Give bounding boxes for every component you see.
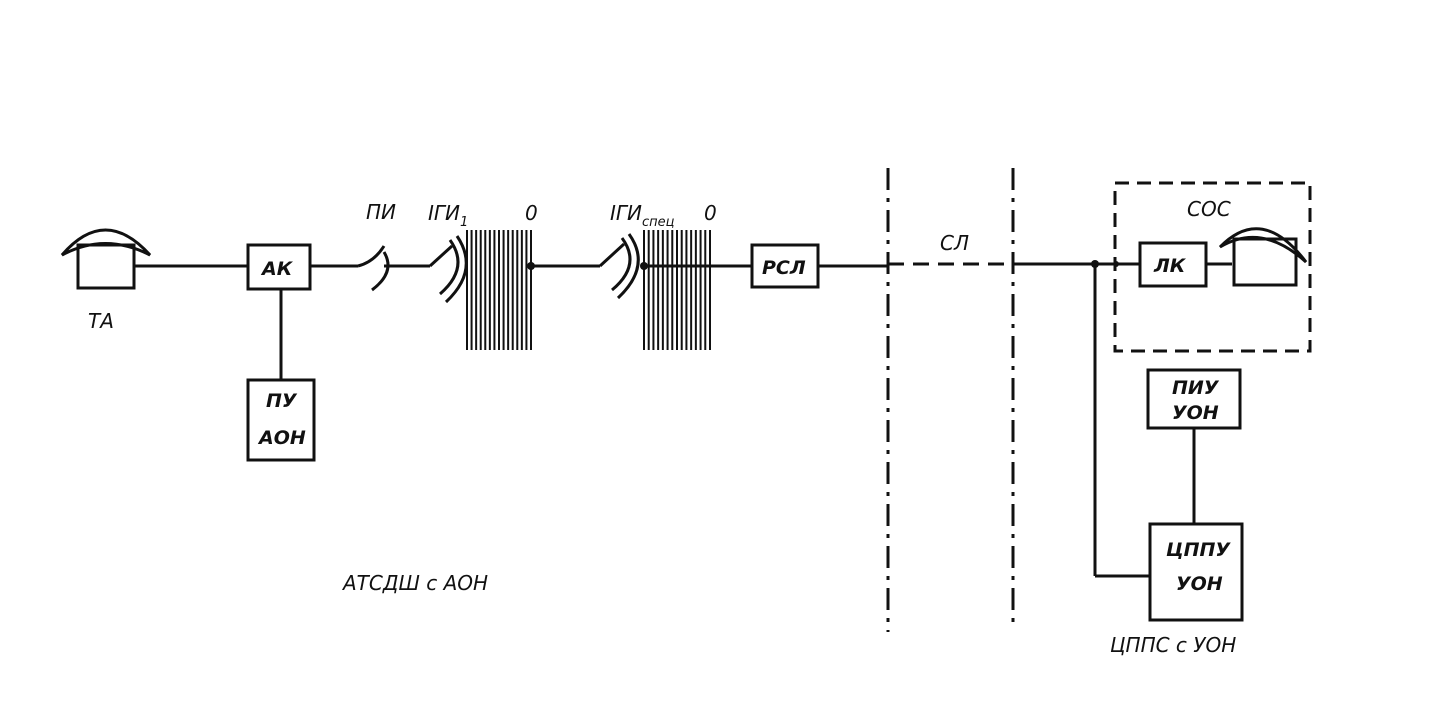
igi-spec-contact-field (643, 230, 711, 350)
telephone-set-ta (60, 228, 152, 290)
pi-switch-symbol (357, 245, 390, 292)
tsppu-uon-box (1148, 522, 1244, 622)
pi-label: ПИ (366, 200, 396, 224)
tspps-caption: ЦППС с УОН (1110, 633, 1236, 657)
ak-label: АК (260, 258, 294, 280)
operator-telephone (1218, 227, 1308, 287)
lk-label: ЛК (1153, 255, 1187, 277)
sos-enclosure (1113, 181, 1312, 353)
igi-spec-zero-label: 0 (704, 201, 717, 225)
igi1-zero-label: 0 (525, 201, 538, 225)
tsppu-uon-label-line2: УОН (1176, 573, 1223, 595)
tsppu-uon-label-line1: ЦППУ (1166, 539, 1231, 561)
rsl-label: РСЛ (762, 257, 806, 279)
piu-uon-label-line2: УОН (1172, 402, 1219, 424)
pu-aon-label-line2: АОН (257, 427, 306, 449)
igi-spec-label: IГИспец (610, 201, 675, 230)
igi1-selector-symbol (428, 235, 468, 304)
igi1-label: IГИ1 (428, 201, 468, 230)
igi1-contact-field (466, 230, 532, 350)
pu-aon-box (246, 378, 316, 462)
pu-aon-label-line1: ПУ (266, 390, 298, 412)
atsdsh-caption: АТСДШ с АОН (341, 571, 488, 595)
sos-label: СОС (1187, 197, 1231, 221)
ta-label: ТА (88, 309, 114, 333)
piu-uon-label-line1: ПИУ (1172, 377, 1220, 399)
sl-label: СЛ (940, 231, 969, 255)
igi-spec-selector-symbol (598, 233, 640, 300)
